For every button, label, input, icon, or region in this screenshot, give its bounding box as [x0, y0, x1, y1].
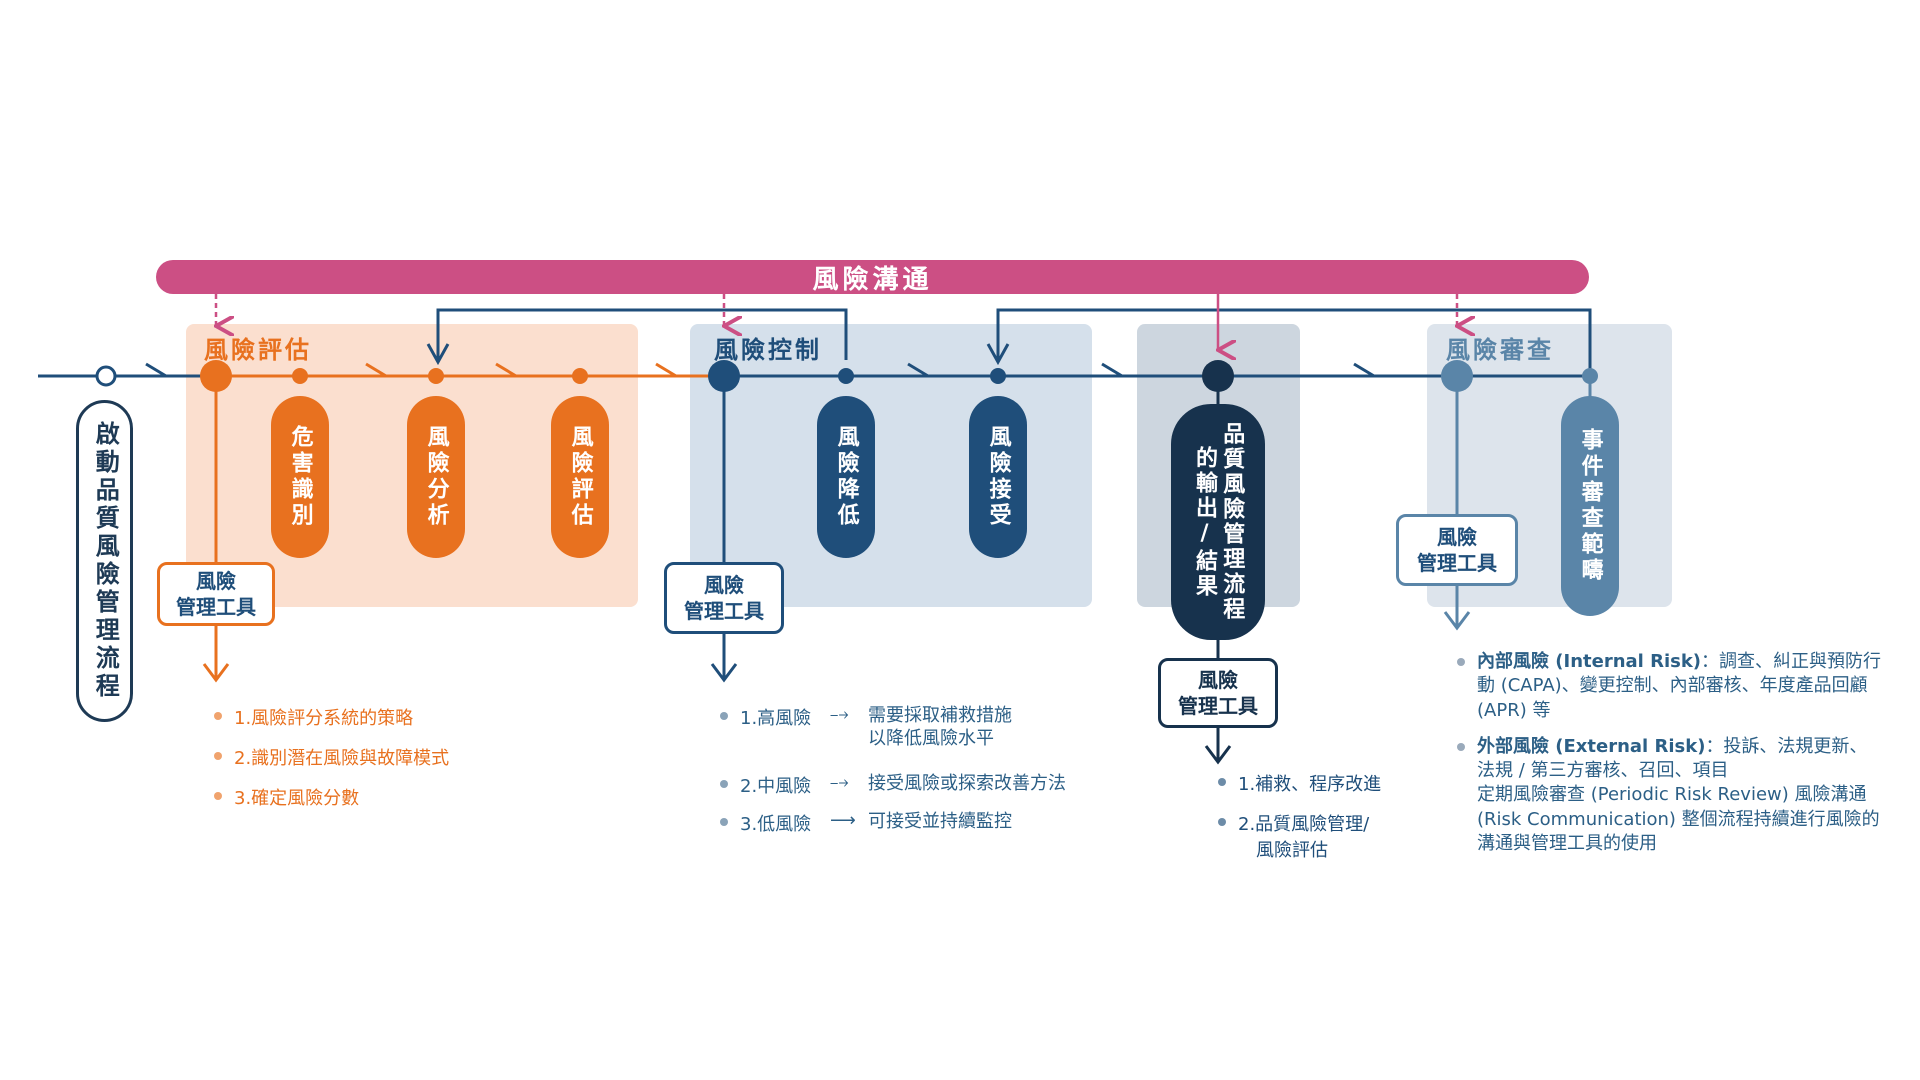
feedback-arrow-icon: [986, 343, 1010, 366]
external-risk-note: 外部風險 (External Risk)：投訴、法規更新、法規 / 第三方審核、…: [1455, 735, 1885, 784]
review-node: [1441, 360, 1473, 392]
risk-level-label: 3.低風險: [740, 814, 812, 835]
risk-analysis-pill: 風險分析: [407, 396, 465, 558]
risk-evaluation-pill: 風險評估: [551, 396, 609, 558]
timeline-chevron: [655, 362, 677, 378]
risk-acceptance-pill: 風險接受: [969, 396, 1027, 558]
step-label: 風險降低: [833, 425, 859, 529]
output-result-pill: 的輸出/結果 品質風險管理流程: [1171, 404, 1265, 640]
control-title: 風險控制: [714, 336, 822, 364]
hazard-identification-pill: 危害識別: [271, 396, 329, 558]
start-process-label: 啟動品質風險管理流程: [91, 421, 120, 701]
timeline-chevron: [365, 362, 387, 378]
step-label: 風險評估: [567, 425, 593, 529]
timeline-chevron: [907, 362, 929, 378]
bullet-icon: [720, 780, 728, 788]
step-node: [1582, 368, 1598, 384]
down-arrow-icon: [1204, 745, 1232, 765]
timeline-chevron: [145, 362, 167, 378]
tool-label-line2: 管理工具: [1417, 551, 1497, 575]
feedback-arrow-icon: [426, 343, 450, 366]
timeline-chevron: [1353, 362, 1375, 378]
down-arrow-icon: [1443, 611, 1471, 631]
down-arrow-icon: [710, 663, 738, 683]
desc-line2: 以降低風險水平: [868, 728, 994, 750]
note-item: 2.識別潛在風險與故障模式: [212, 744, 449, 770]
assessment-node: [200, 360, 232, 392]
internal-risk-text: ：調查、糾正與預防行動 (CAPA)、變更控制、內部審核、年度產品回顧 (APR…: [1477, 651, 1882, 721]
tool-label-line1: 風險: [1198, 668, 1238, 692]
note-item: 3.確定風險分數: [212, 784, 449, 810]
down-arrow-icon: [202, 663, 230, 683]
event-review-scope-pill: 事件審查範疇: [1561, 396, 1619, 616]
step-node: [572, 368, 588, 384]
tool-label-line1: 風險: [704, 573, 744, 597]
bullet-icon: [720, 818, 728, 826]
feedback-loop-control: [436, 308, 848, 360]
output-notes: 1.補救、程序改進 2.品質風險管理/ 風險評估: [1216, 770, 1381, 862]
note-line1: 2.品質風險管理/: [1238, 814, 1370, 835]
step-label: 事件審查範疇: [1577, 428, 1603, 584]
assessment-notes: 1.風險評分系統的策略 2.識別潛在風險與故障模式 3.確定風險分數: [212, 704, 449, 824]
assessment-title: 風險評估: [204, 336, 312, 364]
step-node: [990, 368, 1006, 384]
step-label: 危害識別: [287, 425, 313, 529]
risk-level-desc: 接受風險或探索改善方法: [868, 773, 1066, 794]
bullet-icon: [720, 712, 728, 720]
internal-risk-note: 內部風險 (Internal Risk)：調查、糾正與預防行動 (CAPA)、變…: [1455, 650, 1885, 723]
risk-reduction-pill: 風險降低: [817, 396, 875, 558]
risk-level-label: 1.高風險: [740, 708, 812, 729]
control-tool-box: 風險 管理工具: [664, 562, 784, 634]
arrow-icon: ⤍: [830, 772, 849, 793]
periodic-review-note: 定期風險審查 (Periodic Risk Review) 風險溝通 (Risk…: [1477, 784, 1880, 855]
step-label: 風險接受: [985, 425, 1011, 529]
note-item: 2.品質風險管理/ 風險評估: [1216, 810, 1381, 862]
tool-label-line2: 管理工具: [684, 599, 764, 623]
review-title: 風險審查: [1446, 336, 1554, 364]
external-risk-text: ：投訴、法規更新、法規 / 第三方審核、召回、項目: [1477, 735, 1868, 782]
timeline-chevron: [1101, 362, 1123, 378]
risk-level-desc: 需要採取補救措施 以降低風險水平: [868, 704, 1012, 751]
control-node: [708, 360, 740, 392]
external-risk-heading: 外部風險 (External Risk): [1477, 735, 1706, 757]
tool-label-line1: 風險: [1437, 525, 1477, 549]
assessment-tool-box: 風險 管理工具: [157, 562, 275, 626]
output-tool-box: 風險 管理工具: [1158, 658, 1278, 728]
risk-communication-bar: 風險溝通: [156, 260, 1589, 295]
arrow-icon: ⟶: [830, 810, 856, 831]
note-item: 1.補救、程序改進: [1216, 770, 1381, 796]
step-node: [838, 368, 854, 384]
review-notes: 內部風險 (Internal Risk)：調查、糾正與預防行動 (CAPA)、變…: [1455, 650, 1885, 856]
tool-label-line2: 管理工具: [1178, 694, 1258, 718]
internal-risk-heading: 內部風險 (Internal Risk): [1477, 651, 1702, 672]
start-process-pill: 啟動品質風險管理流程: [76, 400, 133, 722]
desc-line1: 需要採取補救措施: [868, 705, 1012, 726]
review-tool-box: 風險 管理工具: [1396, 514, 1518, 586]
step-label: 風險分析: [423, 425, 449, 529]
step-node: [292, 368, 308, 384]
feedback-loop-review: [996, 308, 1592, 370]
arrow-icon: ⤍: [830, 704, 849, 725]
timeline-chevron: [495, 362, 517, 378]
note-line2: 風險評估: [1256, 840, 1328, 861]
risk-level-desc: 可接受並持續監控: [868, 811, 1012, 832]
note-item: 1.風險評分系統的策略: [212, 704, 449, 730]
step-node: [428, 368, 444, 384]
output-label-line1: 的輸出/結果: [1192, 445, 1217, 599]
risk-level-label: 2.中風險: [740, 776, 812, 797]
tool-label-line2: 管理工具: [176, 595, 256, 619]
output-node: [1202, 360, 1234, 392]
tool-label-line1: 風險: [196, 569, 236, 593]
start-node: [95, 365, 117, 387]
output-label-line2: 品質風險管理流程: [1219, 422, 1245, 622]
